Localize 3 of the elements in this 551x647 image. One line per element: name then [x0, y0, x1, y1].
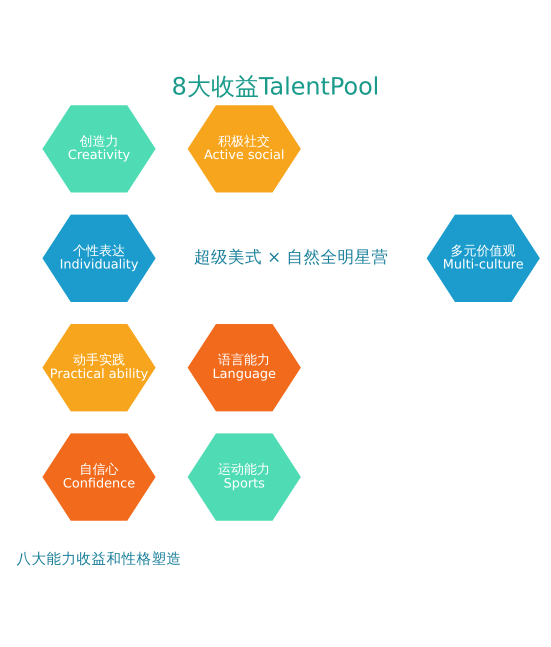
diagram-title: 8大收益TalentPool: [172, 72, 380, 100]
caption: 八大能力收益和性格塑造: [16, 550, 182, 567]
label: 超级美式 × 自然全明星营: [194, 246, 388, 266]
